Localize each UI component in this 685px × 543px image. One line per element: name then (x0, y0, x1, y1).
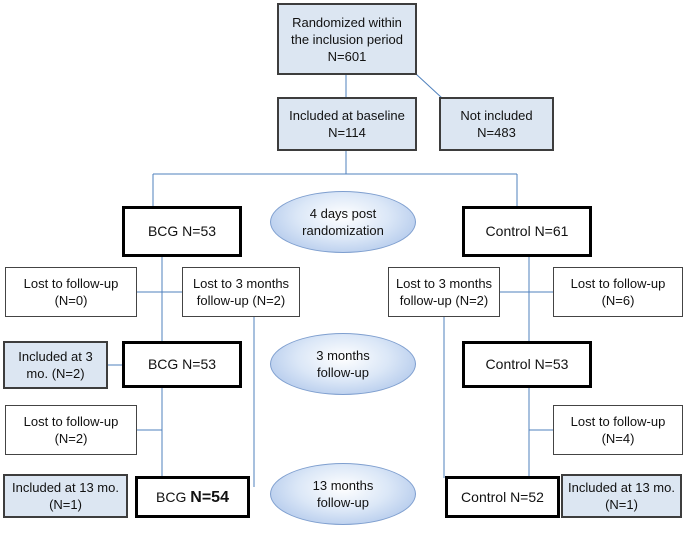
control-lost-follow-up-2-line1: Lost to follow-up (570, 414, 666, 429)
included-baseline-box: Included at baseline N=114 (277, 97, 417, 151)
bcg-lost-3-months-line1: Lost to 3 months (192, 276, 290, 291)
bcg-included-3-months-line1: Included at 3 (18, 349, 93, 364)
timepoint-4-days: 4 days post randomization (270, 191, 416, 253)
control-group-box-2: Control N=53 (462, 341, 592, 388)
bcg-lost-follow-up-1-count: (N=0) (54, 293, 88, 308)
control-group-label-3: Control N=52 (461, 488, 544, 505)
bcg-included-3-months-box: Included at 3 mo. (N=2) (3, 341, 108, 389)
timepoint-4-days-line2: randomization (302, 223, 384, 238)
control-lost-follow-up-box-2: Lost to follow-up (N=4) (553, 405, 683, 455)
bcg-lost-3-months-line2: follow-up (N=2) (196, 293, 286, 308)
not-included-line1: Not included (460, 108, 533, 123)
control-lost-3-months-box: Lost to 3 months follow-up (N=2) (388, 267, 500, 317)
included-baseline-count: N=114 (328, 125, 366, 140)
connector-randomized-not-included (415, 73, 443, 99)
randomized-count: N=601 (327, 48, 367, 64)
not-included-box: Not included N=483 (439, 97, 554, 151)
control-group-label-1: Control N=61 (485, 223, 569, 239)
bcg-group-box-1: BCG N=53 (122, 206, 242, 257)
bcg-included-13-months-box: Included at 13 mo. (N=1) (3, 474, 128, 518)
bcg-group-label-2: BCG N=53 (147, 356, 217, 372)
bcg-lost-follow-up-box-1: Lost to follow-up (N=0) (5, 267, 137, 317)
control-lost-follow-up-1-count: (N=6) (601, 293, 635, 308)
bcg-lost-follow-up-2-count: (N=2) (54, 431, 88, 446)
bcg-group-label-3-count: N=54 (190, 488, 229, 506)
bcg-lost-follow-up-box-2: Lost to follow-up (N=2) (5, 405, 137, 455)
control-group-box-1: Control N=61 (462, 206, 592, 257)
bcg-included-13-months-line2: (N=1) (49, 497, 82, 512)
timepoint-13-months-line1: 13 months (312, 478, 374, 493)
bcg-group-label-1: BCG N=53 (147, 223, 217, 239)
control-lost-3-months-line2: follow-up (N=2) (399, 293, 489, 308)
bcg-included-13-months-line1: Included at 13 mo. (12, 480, 119, 495)
timepoint-3-months: 3 months follow-up (270, 333, 416, 395)
bcg-lost-follow-up-2-line1: Lost to follow-up (23, 414, 119, 429)
bcg-group-box-3: BCG N=54 (135, 476, 250, 518)
not-included-count: N=483 (477, 125, 516, 140)
bcg-group-box-2: BCG N=53 (122, 341, 242, 388)
control-included-13-months-line2: (N=1) (605, 497, 638, 512)
bcg-lost-3-months-box: Lost to 3 months follow-up (N=2) (182, 267, 300, 317)
bcg-lost-follow-up-1-line1: Lost to follow-up (23, 276, 119, 291)
randomized-box: Randomized within the inclusion period N… (277, 3, 417, 75)
bcg-included-3-months-line2: mo. (N=2) (26, 366, 85, 381)
control-lost-follow-up-1-line1: Lost to follow-up (570, 276, 666, 291)
control-lost-follow-up-box-1: Lost to follow-up (N=6) (553, 267, 683, 317)
randomized-line2: the inclusion period (290, 31, 404, 47)
control-included-13-months-line1: Included at 13 mo. (568, 480, 675, 495)
timepoint-3-months-line2: follow-up (316, 365, 370, 380)
control-group-box-3: Control N=52 (445, 476, 560, 518)
randomized-line1: Randomized within (292, 14, 402, 30)
bcg-group-label-3-prefix: BCG (156, 488, 191, 505)
timepoint-4-days-line1: 4 days post (309, 206, 377, 221)
control-lost-follow-up-2-count: (N=4) (601, 431, 635, 446)
included-baseline-line1: Included at baseline (289, 108, 405, 123)
control-group-label-2: Control N=53 (485, 356, 569, 372)
control-lost-3-months-line1: Lost to 3 months (395, 276, 493, 291)
timepoint-3-months-line1: 3 months (316, 348, 370, 363)
timepoint-13-months-line2: follow-up (316, 495, 370, 510)
control-included-13-months-box: Included at 13 mo. (N=1) (561, 474, 682, 518)
timepoint-13-months: 13 months follow-up (270, 463, 416, 525)
